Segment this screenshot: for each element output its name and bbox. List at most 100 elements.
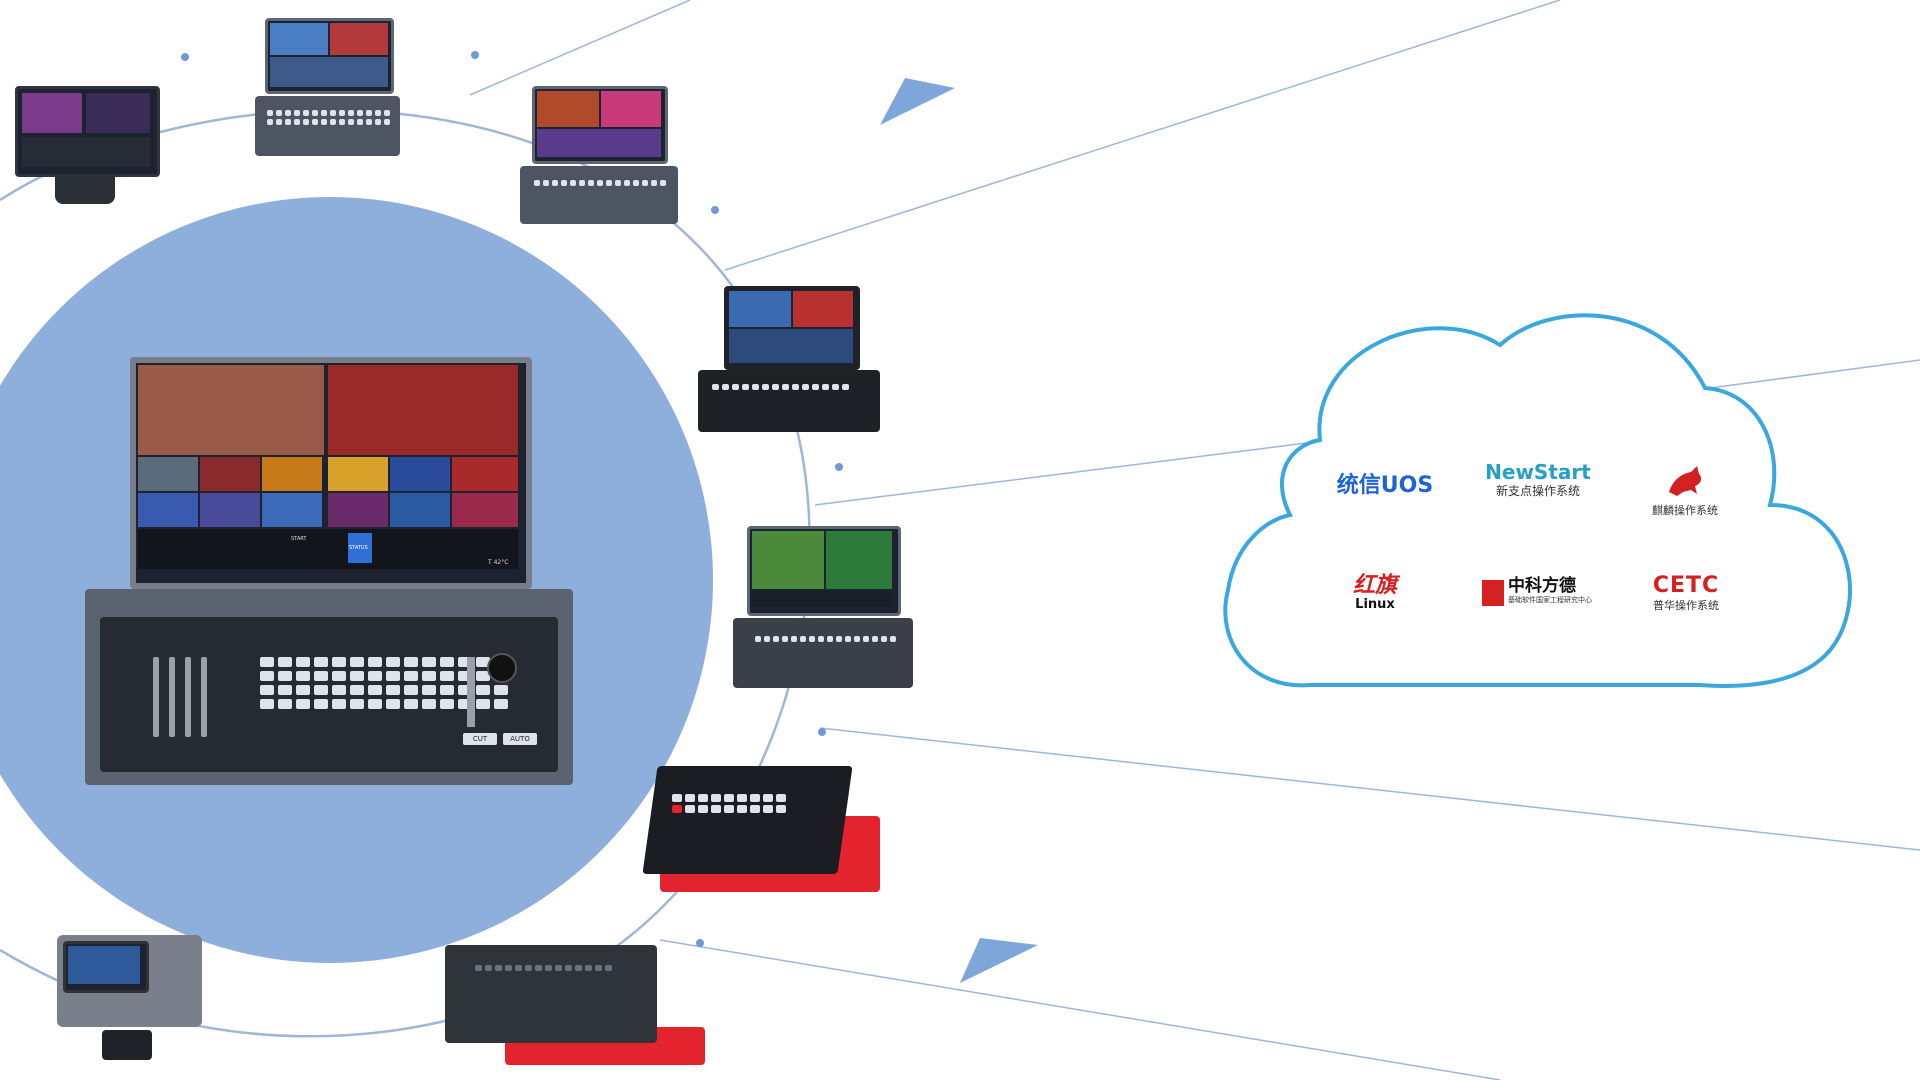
key[interactable]: [350, 699, 364, 709]
key[interactable]: [350, 685, 364, 695]
connector-line: [659, 939, 1501, 1080]
logo-cetc-subtitle: 普华操作系统: [1653, 599, 1719, 612]
logo-redflag: 红旗 Linux: [1335, 573, 1415, 613]
mini-tablet-switcher: [57, 935, 202, 1065]
key[interactable]: [278, 657, 292, 667]
key[interactable]: [386, 657, 400, 667]
key[interactable]: [350, 657, 364, 667]
key[interactable]: [422, 685, 436, 695]
fader[interactable]: [185, 657, 191, 737]
connector-line: [819, 727, 1920, 851]
orbit-dots: [181, 51, 843, 947]
key[interactable]: [440, 671, 454, 681]
key[interactable]: [386, 699, 400, 709]
logo-newstart-subtitle: 新支点操作系统: [1495, 484, 1580, 498]
key[interactable]: [458, 671, 472, 681]
key[interactable]: [314, 685, 328, 695]
key[interactable]: [494, 685, 508, 695]
key[interactable]: [422, 657, 436, 667]
featured-portable-switcher: STATUS START T 42°C CUT AUTO: [85, 357, 573, 787]
key[interactable]: [440, 657, 454, 667]
key[interactable]: [458, 657, 472, 667]
key[interactable]: [422, 699, 436, 709]
orbit-dot: [818, 728, 826, 736]
key[interactable]: [278, 671, 292, 681]
key[interactable]: [332, 671, 346, 681]
key[interactable]: [296, 699, 310, 709]
status-box: [348, 533, 372, 563]
key[interactable]: [314, 671, 328, 681]
key[interactable]: [314, 657, 328, 667]
key[interactable]: [476, 671, 490, 681]
orbit-dot: [711, 206, 719, 214]
orbit-dot: [471, 51, 479, 59]
orbit-dot: [181, 53, 189, 61]
key[interactable]: [278, 699, 292, 709]
logo-redflag-text: 红旗: [1352, 573, 1397, 598]
red-panel-switcher: [642, 766, 880, 896]
connector-line: [1709, 359, 1920, 389]
key[interactable]: [350, 671, 364, 681]
key[interactable]: [260, 671, 274, 681]
cloud-outline: [1223, 313, 1852, 688]
key[interactable]: [458, 699, 472, 709]
key[interactable]: [494, 699, 508, 709]
key[interactable]: [278, 685, 292, 695]
key[interactable]: [260, 699, 274, 709]
key[interactable]: [404, 671, 418, 681]
logo-uos: 统信UOS: [1325, 475, 1445, 497]
key[interactable]: [296, 685, 310, 695]
auto-button[interactable]: AUTO: [503, 733, 537, 745]
key[interactable]: [440, 699, 454, 709]
key[interactable]: [260, 685, 274, 695]
connector-lines: [469, 0, 1920, 1080]
portable-switcher-3: [733, 526, 913, 691]
key[interactable]: [296, 657, 310, 667]
key[interactable]: [260, 657, 274, 667]
key[interactable]: [296, 671, 310, 681]
key[interactable]: [458, 685, 472, 695]
fader[interactable]: [169, 657, 175, 737]
key[interactable]: [314, 699, 328, 709]
cut-button[interactable]: CUT: [463, 733, 497, 745]
device-screen: [63, 941, 149, 993]
key[interactable]: [386, 685, 400, 695]
zkfd-badge-icon: [1482, 580, 1504, 606]
device-screen: [15, 86, 160, 177]
logo-cetc: CETC 普华操作系统: [1638, 575, 1734, 613]
key[interactable]: [476, 685, 490, 695]
key[interactable]: [332, 699, 346, 709]
logo-zkfd-text: 中科方德: [1508, 576, 1576, 596]
key[interactable]: [476, 699, 490, 709]
t-bar[interactable]: [467, 657, 475, 727]
briefcase-switcher: [698, 286, 880, 436]
key[interactable]: [386, 671, 400, 681]
key[interactable]: [404, 699, 418, 709]
featured-key-grid: [260, 657, 508, 709]
featured-device-screen: STATUS START T 42°C: [130, 357, 532, 589]
key[interactable]: [368, 699, 382, 709]
fader[interactable]: [201, 657, 207, 737]
key[interactable]: [476, 657, 490, 667]
key[interactable]: [368, 657, 382, 667]
key[interactable]: [332, 685, 346, 695]
logo-newstart-text: NewStart: [1485, 460, 1591, 484]
red-desk-switcher: [445, 945, 710, 1070]
key[interactable]: [440, 685, 454, 695]
start-label: START: [291, 536, 307, 542]
triangle-decoration: [880, 78, 955, 125]
orbit-dot: [696, 939, 704, 947]
status-strip: [138, 529, 518, 569]
logo-newstart: NewStart 新支点操作系统: [1478, 462, 1598, 499]
device-screen: [724, 286, 860, 370]
key[interactable]: [422, 671, 436, 681]
joystick-knob[interactable]: [487, 653, 517, 683]
key[interactable]: [404, 685, 418, 695]
fader[interactable]: [153, 657, 159, 737]
key[interactable]: [368, 685, 382, 695]
connector-line: [814, 439, 1331, 506]
key[interactable]: [368, 671, 382, 681]
key[interactable]: [332, 657, 346, 667]
logo-zkfd: 中科方德 基础软件国家工程研究中心: [1482, 576, 1594, 606]
key[interactable]: [404, 657, 418, 667]
